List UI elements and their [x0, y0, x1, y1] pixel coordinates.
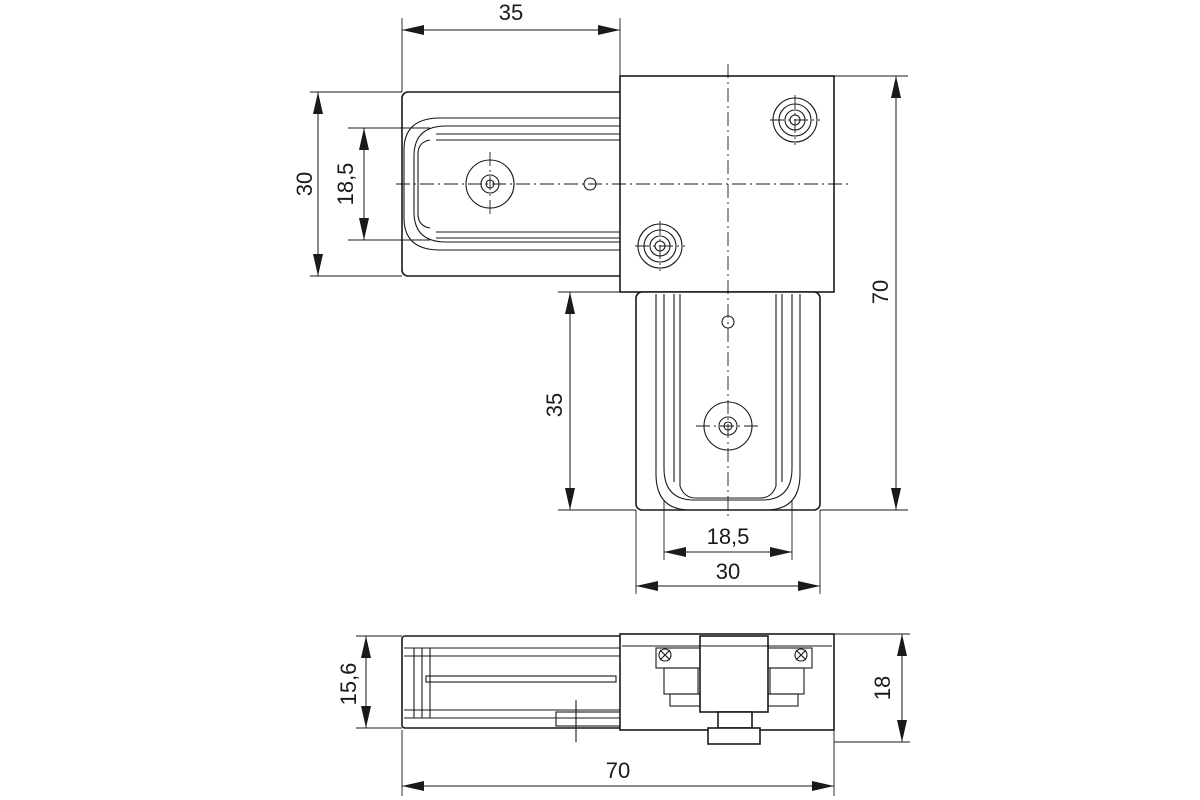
dim-label-18-5-left: 18,5 — [333, 163, 358, 206]
top-view — [310, 18, 908, 594]
side-view — [356, 633, 910, 796]
dim-label-70-side: 70 — [606, 758, 630, 783]
dim-label-18-side: 18 — [870, 676, 895, 700]
dimension-side-18: 18 — [870, 634, 907, 742]
dim-label-30-bottom: 30 — [716, 559, 740, 584]
dimension-bottom-18-5: 18,5 — [664, 524, 792, 557]
dimension-bottom-30: 30 — [636, 559, 820, 591]
dimension-lower-35: 35 — [542, 292, 575, 510]
dimension-left-18-5: 18,5 — [333, 128, 369, 240]
side-arm — [401, 635, 625, 742]
extension-lines — [310, 18, 908, 594]
dim-label-35-lower: 35 — [542, 393, 567, 417]
dimension-right-70: 70 — [868, 76, 901, 510]
dim-label-70-right: 70 — [868, 280, 893, 304]
dim-label-18-5-bottom: 18,5 — [707, 524, 750, 549]
dim-label-30-left: 30 — [292, 172, 317, 196]
dim-label-15-6-side: 15,6 — [336, 663, 361, 706]
center-lines — [396, 64, 852, 520]
dimension-side-15-6: 15,6 — [336, 636, 371, 728]
side-extension-lines — [356, 633, 910, 796]
dimension-side-70: 70 — [402, 758, 834, 791]
dimension-left-30: 30 — [292, 92, 323, 276]
dimension-top-35: 35 — [402, 0, 620, 35]
side-block — [619, 633, 835, 745]
dim-label-35-top: 35 — [499, 0, 523, 25]
